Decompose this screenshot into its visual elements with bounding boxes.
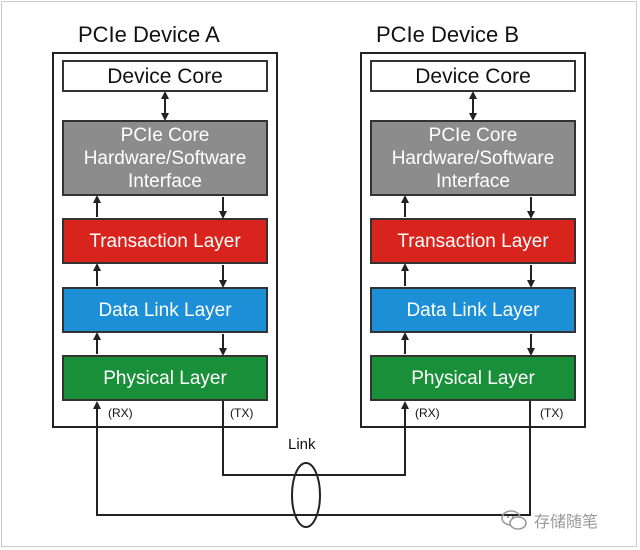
device-b-physical-layer: Physical Layer: [370, 355, 576, 401]
device-a-tx-label: (TX): [230, 406, 254, 420]
device-b-rx-label: (RX): [415, 406, 440, 420]
device-a-data-link-layer: Data Link Layer: [62, 287, 268, 333]
device-a-transaction-layer: Transaction Layer: [62, 218, 268, 264]
device-b-data-link-layer: Data Link Layer: [370, 287, 576, 333]
device-b-tx-label: (TX): [540, 406, 564, 420]
device-a-title: PCIe Device A: [78, 22, 220, 47]
device-b-title: PCIe Device B: [376, 22, 520, 47]
device-b-pcie-core: PCIe Core Hardware/Software Interface: [370, 120, 576, 196]
link-label: Link: [288, 436, 316, 453]
watermark: 存储随笔: [500, 508, 598, 532]
device-b-pcie-core-line-1: PCIe Core: [428, 124, 518, 146]
watermark-text: 存储随笔: [534, 512, 599, 531]
device-a-pcie-core-line-3: Interface: [128, 170, 202, 192]
layer-arrows: [93, 91, 535, 356]
link-wires: [93, 401, 531, 516]
device-b-pcie-core-line-2: Hardware/Software: [391, 147, 555, 169]
device-a-pcie-core: PCIe Core Hardware/Software Interface: [62, 120, 268, 196]
device-a-pcie-core-line-1: PCIe Core: [120, 124, 210, 146]
device-a-pcie-core-line-2: Hardware/Software: [83, 147, 247, 169]
link-ellipse: [291, 462, 321, 528]
wechat-icon: [501, 510, 527, 530]
wire-b-tx-to-a-rx: [93, 401, 531, 516]
wire-a-tx-to-b-rx: [222, 401, 409, 476]
device-a-physical-layer: Physical Layer: [62, 355, 268, 401]
device-a-rx-label: (RX): [108, 406, 133, 420]
device-b-pcie-core-line-3: Interface: [436, 170, 510, 192]
device-b-transaction-layer: Transaction Layer: [370, 218, 576, 264]
